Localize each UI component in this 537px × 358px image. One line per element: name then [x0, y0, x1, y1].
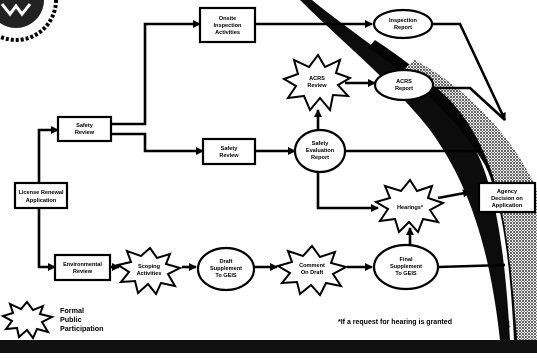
node-label-line: To GEIS [395, 271, 417, 277]
node-label-line: Application [26, 198, 57, 204]
node-label-line: Environmental [63, 262, 102, 268]
node-label-line: Review [219, 153, 239, 159]
node-label-line: Supplement [390, 264, 422, 270]
connectors [37, 20, 507, 271]
svg-text:Hearings*: Hearings* [397, 205, 424, 211]
node-label-line: Formal [60, 306, 84, 315]
agency-seal-icon [0, 0, 58, 42]
node-label-line: Review [75, 130, 95, 136]
node-label-line: Review [73, 269, 93, 275]
page-number: 4 [505, 320, 511, 331]
node-label-line: Scoping [138, 264, 161, 270]
node-label-line: Inspection [214, 23, 243, 29]
footnote: *If a request for hearing is granted [338, 319, 452, 326]
node-label-line: To GEIS [215, 273, 237, 279]
node-label-line: Participation [60, 324, 104, 333]
node-label-line: Report [394, 25, 412, 31]
burst-legend-icon [0, 300, 55, 340]
node-label-line: Review [307, 83, 327, 89]
node-label-line: Application [492, 203, 523, 209]
decorative-swoosh [300, 0, 537, 353]
node-label-line: Report [311, 155, 329, 161]
node-label-line: Final [399, 257, 412, 263]
node-hearings: Hearings* [373, 178, 446, 234]
node-label-line: Evaluation [306, 148, 335, 154]
node-label-line: ACRS [309, 76, 325, 82]
node-label-line: Safety [76, 123, 94, 129]
node-label-line: Activities [215, 30, 240, 36]
node-label-line: Report [395, 86, 413, 92]
node-label-line: ACRS [396, 79, 412, 85]
node-label-line: Agency [497, 189, 518, 195]
node-label-line: Supplement [210, 266, 242, 272]
node-label-line: Safety [312, 141, 330, 147]
onsite-line: Onsite [219, 16, 236, 22]
node-label-line: On Draft [301, 270, 324, 276]
node-label-line: Inspection [389, 18, 418, 24]
node-label-line: Decision on [491, 196, 523, 202]
node-label-line: License Renewal [18, 190, 64, 196]
node-label-line: Hearings* [397, 205, 424, 211]
node-label-line: Activities [137, 271, 162, 277]
node-label-line: Public [60, 315, 82, 324]
node-label-line: Draft [219, 259, 232, 265]
node-label-line: Comment [299, 263, 325, 269]
node-label-line: Safety [221, 146, 239, 152]
slide-bottom-rule [0, 340, 537, 353]
